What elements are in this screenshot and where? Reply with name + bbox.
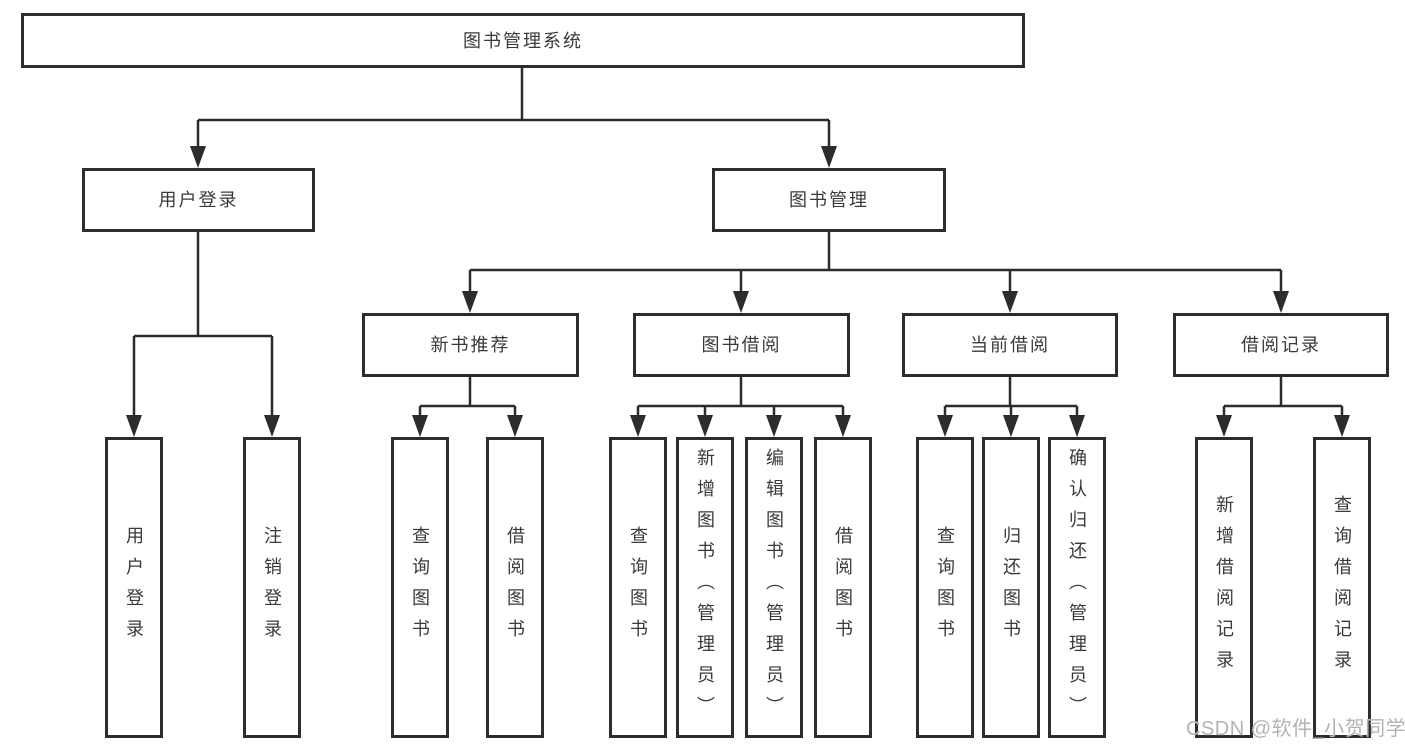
leaf-bb-add-book: 新增图书（管理员） — [676, 437, 734, 738]
leaf-nb-query-book: 查询图书 — [391, 437, 449, 738]
leaf-nb-query-book-label: 查询图书 — [410, 525, 430, 650]
node-borrow-records: 借阅记录 — [1173, 313, 1389, 377]
leaf-cb-query-book-label: 查询图书 — [935, 525, 955, 650]
leaf-br-query-record: 查询借阅记录 — [1313, 437, 1371, 738]
leaf-user-login: 用户登录 — [105, 437, 163, 738]
node-user-login-label: 用户登录 — [158, 190, 239, 210]
node-book-borrowing-label: 图书借阅 — [701, 335, 782, 355]
leaf-nb-borrow-book-label: 借阅图书 — [505, 525, 525, 650]
node-new-book-recommend: 新书推荐 — [362, 313, 579, 377]
leaf-br-add-record: 新增借阅记录 — [1195, 437, 1253, 738]
leaf-bb-query-book-label: 查询图书 — [628, 525, 648, 650]
tree-edges — [132, 68, 1344, 419]
leaf-cb-confirm-return-label: 确认归还（管理员） — [1067, 448, 1087, 727]
node-root: 图书管理系统 — [21, 13, 1025, 68]
leaf-br-add-record-label: 新增借阅记录 — [1214, 494, 1234, 681]
leaf-bb-edit-book-label: 编辑图书（管理员） — [764, 448, 784, 727]
leaf-bb-add-book-label: 新增图书（管理员） — [695, 448, 715, 727]
leaf-logout-label: 注销登录 — [262, 525, 282, 650]
node-current-borrowing-label: 当前借阅 — [970, 335, 1050, 355]
leaf-user-login-label: 用户登录 — [124, 525, 144, 650]
node-book-management: 图书管理 — [712, 168, 946, 232]
csdn-watermark: CSDN @软件_小贺同学 — [1186, 718, 1405, 740]
leaf-logout: 注销登录 — [243, 437, 301, 738]
node-borrow-records-label: 借阅记录 — [1241, 335, 1321, 355]
leaf-cb-return-book: 归还图书 — [982, 437, 1040, 738]
node-new-book-recommend-label: 新书推荐 — [430, 335, 511, 355]
arrowheads — [126, 146, 1350, 437]
leaf-cb-query-book: 查询图书 — [916, 437, 974, 738]
leaf-bb-query-book: 查询图书 — [609, 437, 667, 738]
node-book-borrowing: 图书借阅 — [633, 313, 850, 377]
node-root-label: 图书管理系统 — [463, 30, 583, 51]
leaf-cb-confirm-return: 确认归还（管理员） — [1048, 437, 1106, 738]
leaf-cb-return-book-label: 归还图书 — [1001, 525, 1021, 650]
leaf-bb-edit-book: 编辑图书（管理员） — [745, 437, 803, 738]
leaf-bb-borrow-book-label: 借阅图书 — [833, 525, 853, 650]
leaf-br-query-record-label: 查询借阅记录 — [1332, 494, 1352, 681]
leaf-nb-borrow-book: 借阅图书 — [486, 437, 544, 738]
node-book-management-label: 图书管理 — [789, 190, 869, 210]
node-user-login: 用户登录 — [82, 168, 315, 232]
leaf-bb-borrow-book: 借阅图书 — [814, 437, 872, 738]
node-current-borrowing: 当前借阅 — [902, 313, 1118, 377]
